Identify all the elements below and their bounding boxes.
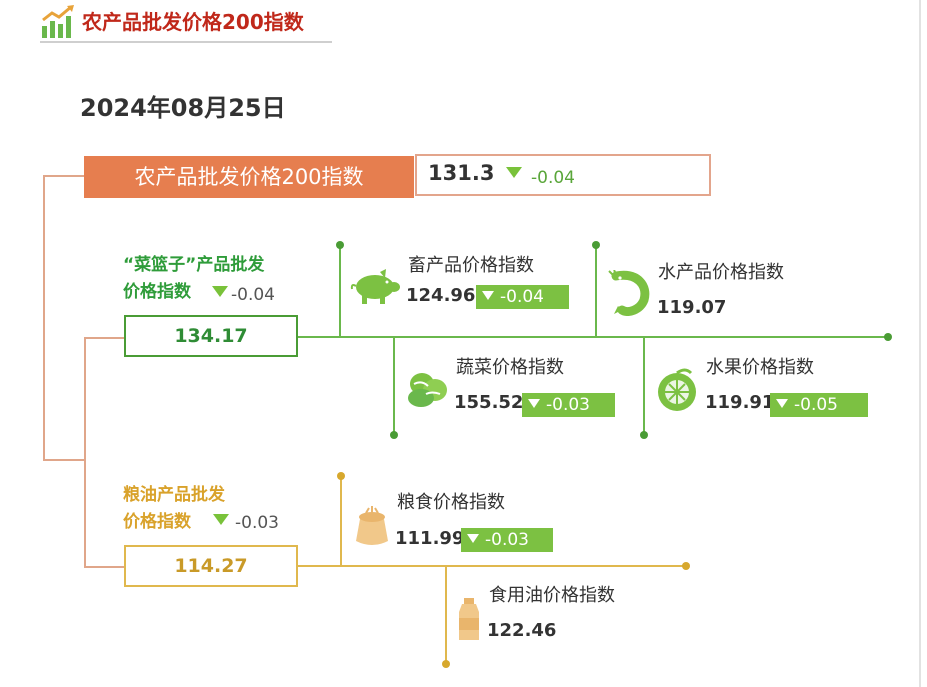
branch-oil-line xyxy=(445,566,447,664)
lime-icon xyxy=(658,368,696,411)
connector-line xyxy=(84,566,124,568)
branch-end-dot xyxy=(682,562,690,570)
vegetable-icon xyxy=(408,373,447,407)
main-index-change: -0.04 xyxy=(531,168,575,188)
livestock-change-badge: -0.04 xyxy=(476,285,569,309)
branch-end-dot xyxy=(337,472,345,480)
grain-oil-title-line1: 粮油产品批发 xyxy=(123,485,225,505)
down-arrow-icon xyxy=(506,167,522,178)
down-arrow-icon xyxy=(467,534,479,543)
down-arrow-icon xyxy=(212,286,228,297)
grain-index-name: 粮食价格指数 xyxy=(397,492,505,513)
vegetable-index-value: 155.52 xyxy=(454,392,524,413)
branch-grain-line xyxy=(340,476,342,566)
grain-oil-change: -0.03 xyxy=(235,513,279,533)
connector-line xyxy=(84,337,124,339)
oil-index-value: 122.46 xyxy=(487,620,557,641)
aquatic-index-value: 119.07 xyxy=(657,297,727,318)
down-arrow-icon xyxy=(482,291,494,300)
branch-end-dot xyxy=(336,241,344,249)
livestock-index-name: 畜产品价格指数 xyxy=(408,255,534,276)
down-arrow-icon xyxy=(213,514,229,525)
livestock-change: -0.04 xyxy=(500,287,544,307)
basket-value-box: 134.17 xyxy=(124,315,298,357)
livestock-index-value: 124.96 xyxy=(406,285,476,306)
grain-oil-title-line2: 价格指数 xyxy=(123,512,191,532)
branch-end-dot xyxy=(884,333,892,341)
branch-aquatic-line xyxy=(595,245,597,337)
panel-border xyxy=(919,0,921,687)
fruit-index-name: 水果价格指数 xyxy=(706,357,814,378)
grain-change-badge: -0.03 xyxy=(461,528,553,552)
fruit-change: -0.05 xyxy=(794,395,838,415)
branch-fruit-line xyxy=(643,337,645,435)
branch-livestock-line xyxy=(339,245,341,337)
vegetable-change-badge: -0.03 xyxy=(522,393,615,417)
vegetable-index-name: 蔬菜价格指数 xyxy=(456,357,564,378)
grain-index-value: 111.99 xyxy=(395,528,465,549)
branch-end-dot xyxy=(390,431,398,439)
basket-title-line2-text: 价格指数 xyxy=(123,282,191,302)
fruit-change-badge: -0.05 xyxy=(770,393,868,417)
basket-change: -0.04 xyxy=(231,285,275,305)
basket-title-line2: 价格指数 xyxy=(123,279,264,306)
basket-title-line1: “菜篮子”产品批发 xyxy=(123,255,265,275)
aquatic-index-name: 水产品价格指数 xyxy=(658,262,784,283)
grain-change: -0.03 xyxy=(485,530,529,550)
connector-line xyxy=(84,337,86,568)
date-label: 2024年08月25日 xyxy=(80,94,286,122)
header-underline xyxy=(40,41,332,43)
branch-vegetable-line xyxy=(393,337,395,435)
grain-oil-value-box: 114.27 xyxy=(124,545,298,587)
branch-end-dot xyxy=(442,660,450,668)
pig-icon xyxy=(350,269,400,304)
down-arrow-icon xyxy=(776,399,788,408)
oil-index-name: 食用油价格指数 xyxy=(489,585,615,606)
down-arrow-icon xyxy=(528,399,540,408)
main-index-value: 131.3 xyxy=(428,161,495,185)
grain-sack-icon xyxy=(356,506,388,545)
shrimp-icon xyxy=(608,270,650,316)
vegetable-change: -0.03 xyxy=(546,395,590,415)
grain-oil-branch-line xyxy=(298,565,686,567)
connector-line xyxy=(43,175,84,177)
bar-chart-trend-icon xyxy=(42,5,74,38)
main-index-label: 农产品批发价格200指数 xyxy=(84,156,414,198)
main-index-box xyxy=(415,154,711,196)
basket-group-title: “菜篮子”产品批发 价格指数 xyxy=(123,252,264,306)
oil-bottle-icon xyxy=(459,598,479,640)
connector-line xyxy=(43,459,85,461)
basket-branch-line xyxy=(298,336,888,338)
header-title: 农产品批发价格200指数 xyxy=(82,10,304,34)
connector-line xyxy=(43,175,45,461)
branch-end-dot xyxy=(640,431,648,439)
fruit-index-value: 119.91 xyxy=(705,392,775,413)
grain-oil-group-title: 粮油产品批发 价格指数 xyxy=(123,482,225,536)
branch-end-dot xyxy=(592,241,600,249)
